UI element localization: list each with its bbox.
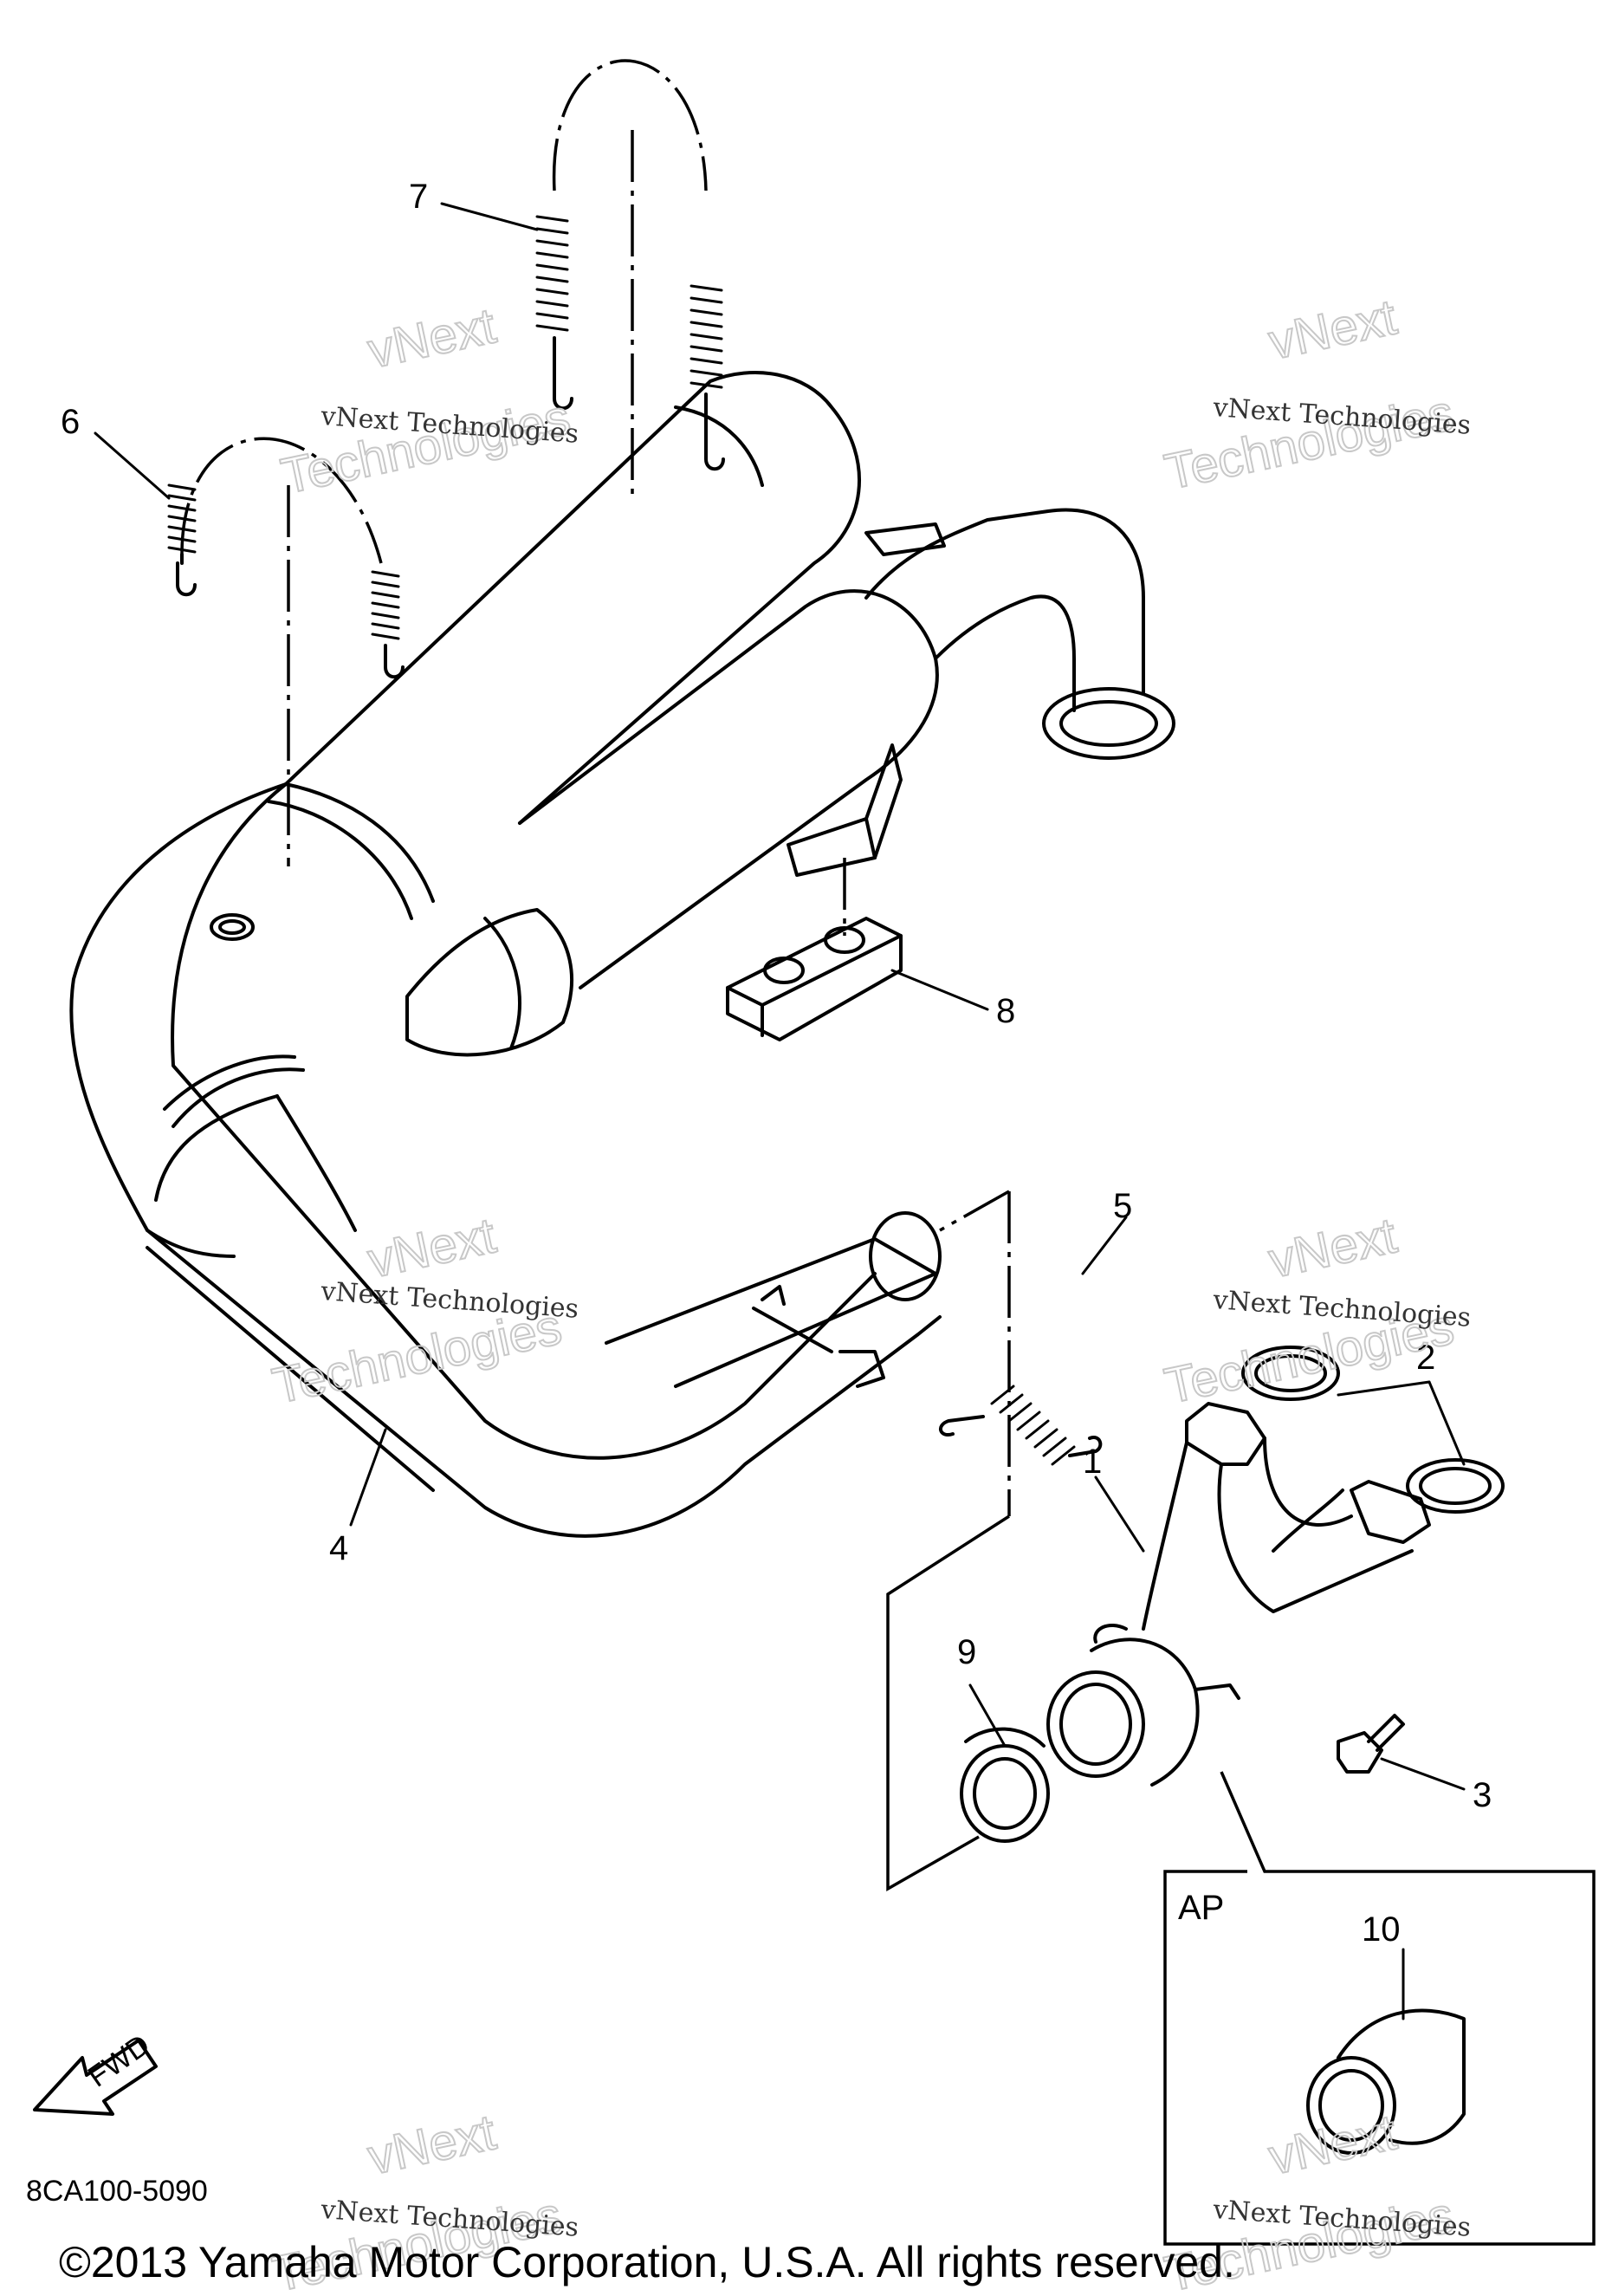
spring-7 — [535, 59, 725, 471]
spring-6 — [167, 437, 405, 679]
callout-9: 9 — [957, 1633, 976, 1671]
exhaust-pipe-1 — [1046, 1402, 1431, 1787]
watermark-vnext: vNext — [1264, 289, 1402, 370]
muffler-assembly — [69, 371, 1175, 1538]
watermark-text: vNext Technologies — [319, 1276, 579, 1325]
callout-3: 3 — [1473, 1776, 1492, 1814]
watermark-vnext: vNext — [363, 297, 501, 379]
fwd-arrow-icon — [33, 2039, 158, 2116]
callout-5: 5 — [1113, 1187, 1132, 1225]
watermark-vnext: vNext — [363, 1207, 501, 1288]
watermark-vnext: vNext — [1264, 1207, 1402, 1288]
callout-10: 10 — [1362, 1910, 1401, 1949]
callout-4: 4 — [329, 1529, 348, 1567]
callout-8: 8 — [996, 992, 1015, 1030]
fwd-label: FWD — [82, 2028, 156, 2094]
gasket-2 — [1241, 1346, 1505, 1514]
part-10 — [1306, 2008, 1466, 2155]
watermark-vnext: vNext — [1264, 2104, 1402, 2185]
assembly-guide-lines — [287, 130, 1596, 2246]
leader-lines — [94, 202, 1466, 2020]
callout-2: 2 — [1416, 1339, 1435, 1377]
callout-7: 7 — [409, 178, 428, 216]
spring-5 — [939, 1385, 1103, 1466]
bolt-3 — [1337, 1714, 1405, 1774]
inset-label: AP — [1178, 1889, 1224, 1927]
callout-1: 1 — [1083, 1443, 1102, 1481]
callout-6: 6 — [61, 403, 80, 441]
damper-8 — [726, 917, 903, 1041]
copyright-notice: ©2013 Yamaha Motor Corporation, U.S.A. A… — [59, 2238, 1235, 2286]
watermark-vnext: vNext — [363, 2104, 501, 2185]
callout-labels: 1 2 3 4 5 6 7 8 9 10 AP — [61, 178, 1492, 1949]
diagram-code: 8CA100-5090 — [26, 2175, 208, 2208]
watermarks: vNext Technologies vNext Technologies vN… — [267, 288, 1472, 2296]
